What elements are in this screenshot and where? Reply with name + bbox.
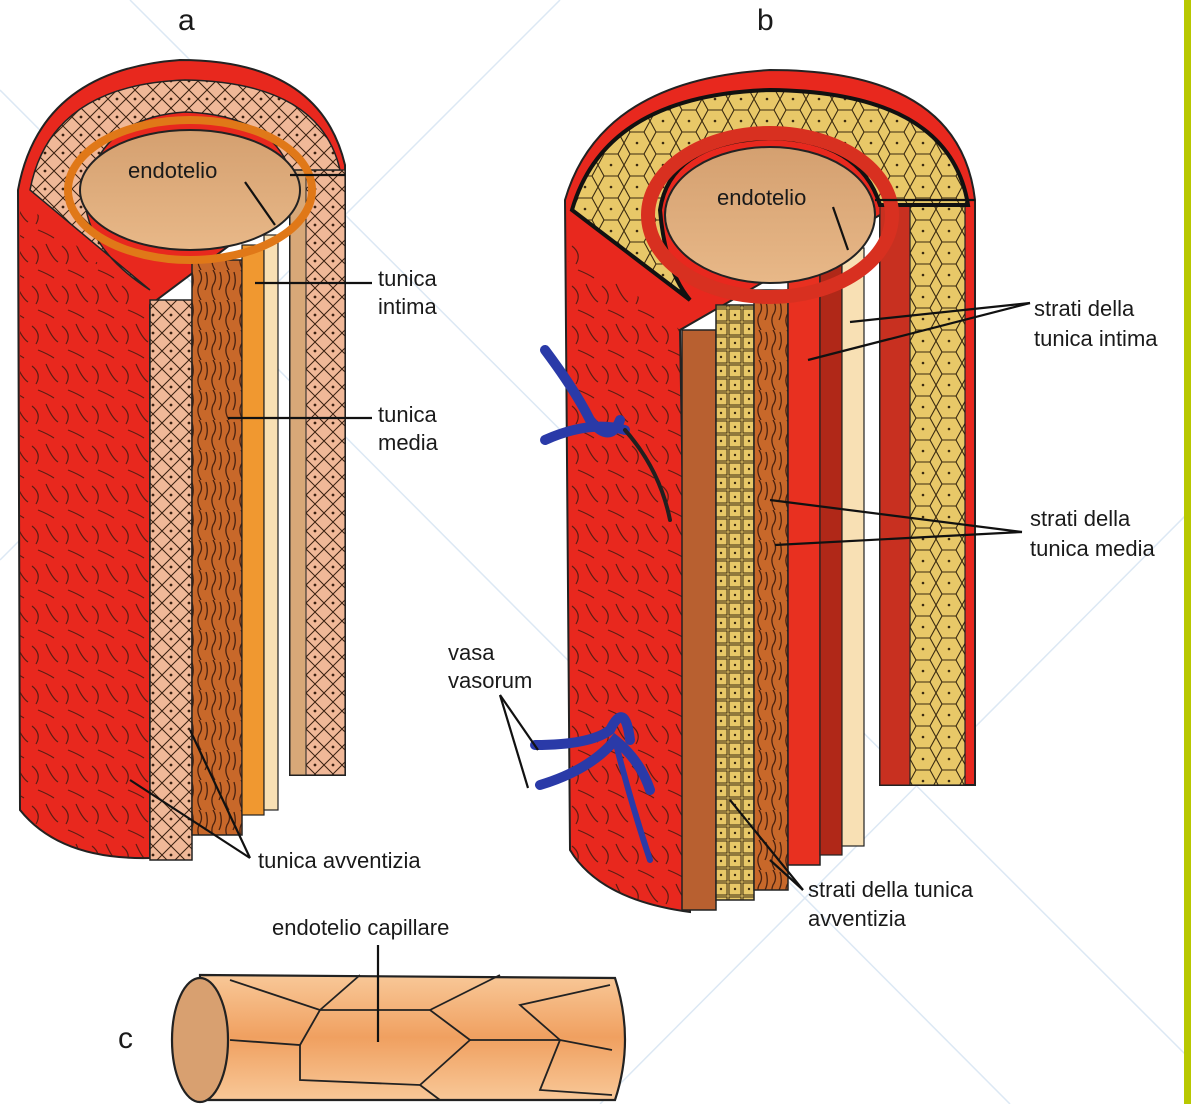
lumen-a — [80, 130, 300, 250]
capillary-c — [172, 975, 625, 1102]
intima-pale-a — [264, 235, 278, 810]
label-b-vasa-1: vasa — [448, 640, 495, 665]
capillary-tube — [200, 975, 625, 1100]
label-a-endothelium: endotelio — [128, 158, 217, 183]
far-intima-a — [290, 170, 306, 775]
intima-pale-b — [842, 248, 864, 846]
label-b-media-1: strati della — [1030, 506, 1131, 531]
label-b-vasa-2: vasorum — [448, 668, 532, 693]
label-c-endothelium: endotelio capillare — [272, 915, 449, 940]
label-b-endothelium: endotelio — [717, 185, 806, 210]
media-fibers-b — [754, 290, 788, 890]
label-b-adventitia-1: strati della tunica — [808, 877, 974, 902]
yellow-cells-b — [716, 305, 754, 900]
adventitia-fibers-a — [20, 200, 150, 858]
label-a-intima-1: tunica — [378, 266, 437, 291]
far-yellow-b — [910, 200, 965, 785]
label-a-adventitia: tunica avventizia — [258, 848, 421, 873]
frame-edge — [1184, 0, 1191, 1104]
label-b-intima-1: strati della — [1034, 296, 1135, 321]
panel-label-c: c — [118, 1022, 133, 1055]
lumen-b — [665, 147, 875, 283]
label-b-adventitia-2: avventizia — [808, 906, 907, 931]
adventitia-cells-a — [150, 300, 192, 860]
adventitia-strip-b — [682, 330, 716, 910]
label-a-media-1: tunica — [378, 402, 437, 427]
label-b-media-2: tunica media — [1030, 536, 1156, 561]
panel-label-a: a — [178, 4, 195, 37]
label-a-intima-2: intima — [378, 294, 437, 319]
far-wall-b — [880, 200, 910, 785]
media-darkred-b — [820, 255, 842, 855]
label-b-intima-2: tunica intima — [1034, 326, 1158, 351]
label-a-media-2: media — [378, 430, 439, 455]
media-orange-a — [242, 245, 264, 815]
panel-label-b: b — [757, 4, 774, 37]
capillary-opening — [172, 978, 228, 1102]
adventitia-fibers-b — [568, 240, 690, 912]
media-red-b — [788, 265, 820, 865]
